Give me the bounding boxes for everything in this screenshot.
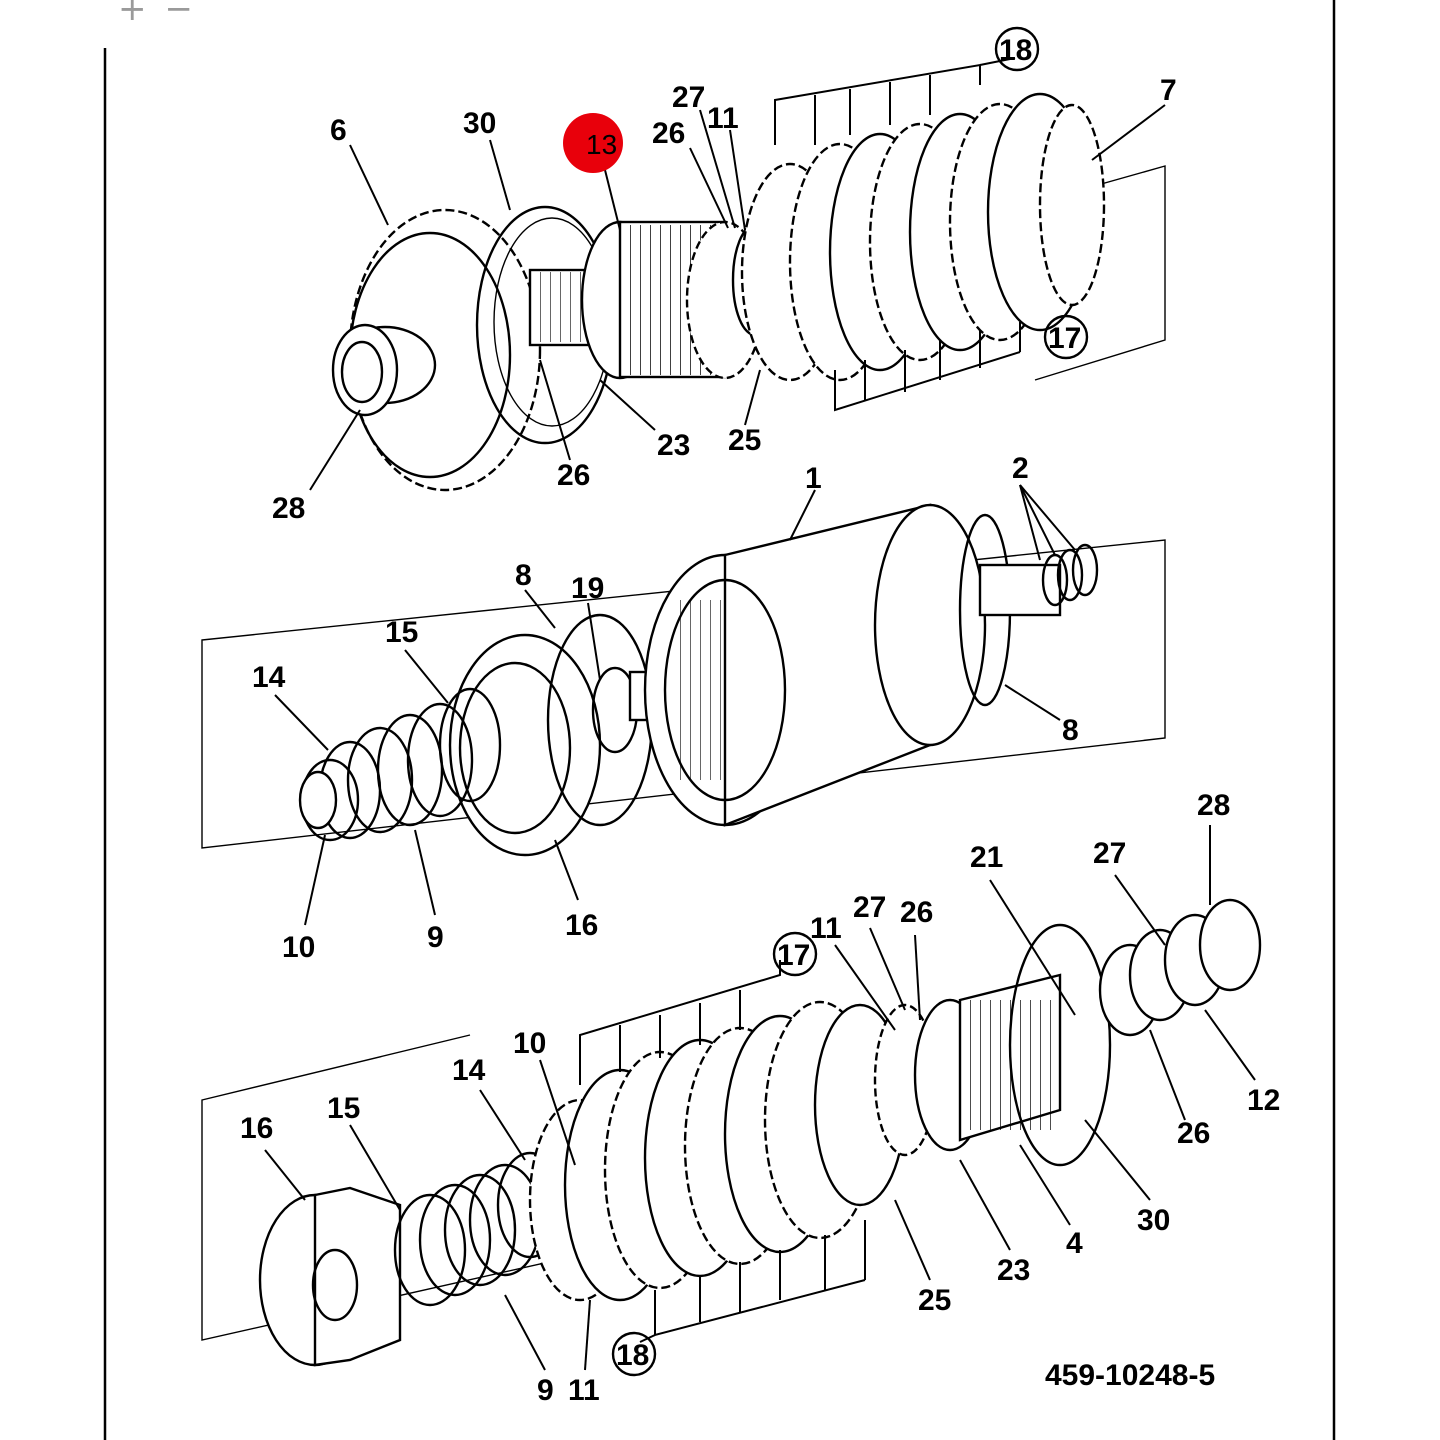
label-9-bottom: 9	[537, 1374, 554, 1407]
label-18-circle	[994, 26, 1040, 72]
zoom-in-button[interactable]: +	[118, 0, 147, 29]
label-9: 9	[427, 921, 444, 954]
label-17: 17	[1048, 322, 1081, 355]
label-15-bottom: 15	[327, 1092, 360, 1125]
label-19: 19	[571, 572, 604, 605]
middle-assembly	[201, 484, 1166, 926]
label-10-bottom: 10	[513, 1027, 546, 1060]
clutch-pack-top	[740, 92, 1106, 382]
label-27-mid: 27	[853, 891, 886, 924]
label-30-bottom: 30	[1137, 1204, 1170, 1237]
label-28: 28	[272, 492, 305, 525]
label-23-bottom: 23	[997, 1254, 1030, 1287]
label-8: 8	[515, 559, 532, 592]
label-4: 4	[1066, 1227, 1083, 1260]
label-25: 25	[728, 424, 761, 457]
label-14: 14	[252, 661, 286, 694]
label-6: 6	[330, 114, 347, 147]
label-16: 16	[565, 909, 598, 942]
label-26: 26	[652, 117, 685, 150]
label-11: 11	[707, 102, 739, 135]
callout-labels: 6 30 26 27 11 7 18 17 25 23 26 28 13 1 2…	[240, 26, 1280, 1407]
drum-1	[643, 503, 987, 827]
zoom-controls: + −	[118, 0, 228, 26]
label-26-lower: 26	[557, 459, 590, 492]
label-25-bottom: 25	[918, 1284, 951, 1317]
label-1: 1	[805, 462, 822, 495]
hub-13	[580, 220, 765, 380]
bottom-assembly	[201, 825, 1262, 1371]
label-26-mid: 26	[900, 896, 933, 929]
label-28-bottom: 28	[1197, 789, 1230, 822]
label-2: 2	[1012, 452, 1029, 485]
label-11-mid: 11	[810, 912, 842, 945]
clutch-pack-bottom	[528, 1000, 907, 1302]
label-27-right: 27	[1093, 837, 1126, 870]
label-14-bottom: 14	[452, 1054, 486, 1087]
label-17-circle	[1043, 314, 1089, 360]
label-30: 30	[463, 107, 496, 140]
label-18-bottom-circle	[611, 1331, 657, 1377]
label-16-bottom: 16	[240, 1112, 273, 1145]
label-26-right: 26	[1177, 1117, 1210, 1150]
label-18-bottom: 18	[616, 1339, 649, 1372]
label-11-bottom: 11	[568, 1374, 600, 1407]
label-13: 13	[586, 129, 617, 160]
label-23: 23	[657, 429, 690, 462]
label-7: 7	[1160, 74, 1177, 107]
label-17-bottom-circle	[772, 931, 818, 977]
label-15: 15	[385, 616, 418, 649]
label-18: 18	[999, 34, 1032, 67]
top-assembly	[309, 57, 1166, 492]
label-21: 21	[970, 841, 1003, 874]
label-17-bottom: 17	[777, 939, 810, 972]
highlight-marker	[563, 113, 623, 173]
label-12: 12	[1247, 1084, 1280, 1117]
label-27: 27	[672, 81, 705, 114]
spring-9	[300, 687, 502, 842]
label-8-right: 8	[1062, 714, 1079, 747]
label-10: 10	[282, 931, 315, 964]
drawing-number: 459-10248-5	[1045, 1359, 1215, 1392]
gear-6	[331, 208, 542, 492]
zoom-out-button[interactable]: −	[164, 0, 194, 29]
